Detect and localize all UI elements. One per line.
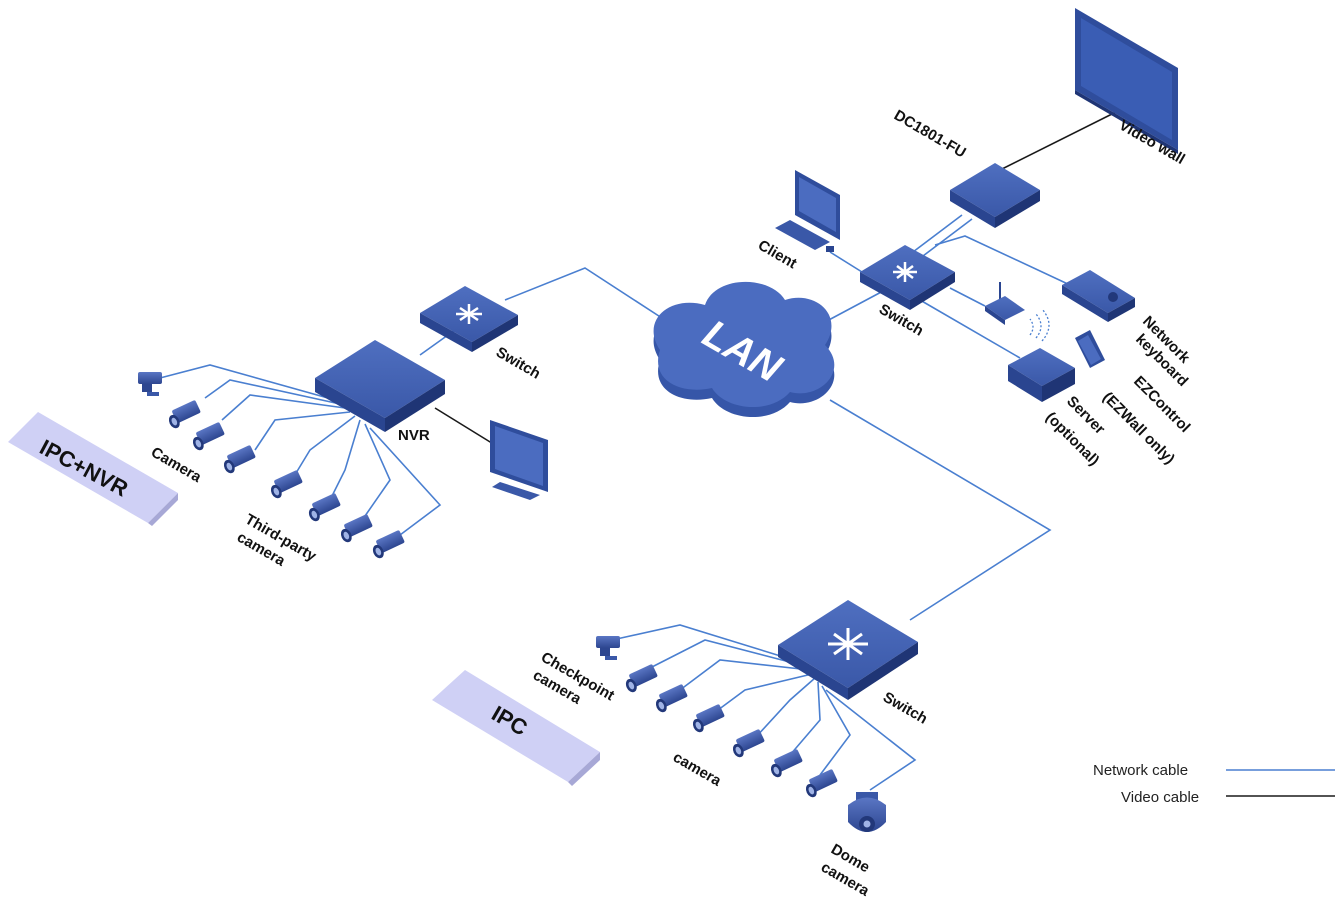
checkpoint-camera [596,636,620,660]
camera-left-6 [338,513,373,545]
camera-bottom-2 [653,683,688,715]
switch-bottom-label: Switch [880,689,930,728]
camera-left-2 [190,421,225,453]
network-keyboard [1062,270,1135,322]
lan-cloud: LAN [653,281,835,418]
camera-left-5 [306,492,341,524]
zone-tag-ipc: IPC [432,670,600,786]
camera-bottom-3 [690,703,725,735]
camera-bottom-4 [730,728,765,760]
legend-video-label: Video cable [1121,789,1199,806]
switch-bottom [778,600,918,700]
camera-bottom-label: camera [670,749,725,790]
switch-top-right-label: Switch [876,301,926,340]
dome-camera [848,792,886,832]
camera-left-3 [221,444,256,476]
wireless-ap [985,282,1050,342]
dc1801-device [950,163,1040,228]
switch-left-label: Switch [493,344,543,383]
zone-tag-ipc-nvr: IPC+NVR [8,412,178,526]
switch-left [420,286,518,352]
video-wall [1075,8,1178,154]
ezcontrol-tablet [1075,330,1105,368]
camera-left-4 [268,469,303,501]
client-pc [775,170,840,252]
legend-network-label: Network cable [1093,762,1188,779]
camera-bottom-5 [768,748,803,780]
nvr-device [315,340,445,432]
nvr-label: NVR [398,427,430,444]
camera-left-1 [166,399,201,431]
nvr-monitor [490,420,548,500]
legend: Network cable Video cable [1093,762,1335,806]
camera-left-7 [370,529,405,561]
switch-top-right [860,245,955,310]
client-label: Client [755,237,800,273]
dc1801-label: DC1801-FU [891,107,969,162]
ptz-camera-left [138,372,162,396]
server [1008,348,1075,402]
camera-left-label: Camera [148,444,205,487]
camera-bottom-1 [623,663,658,695]
